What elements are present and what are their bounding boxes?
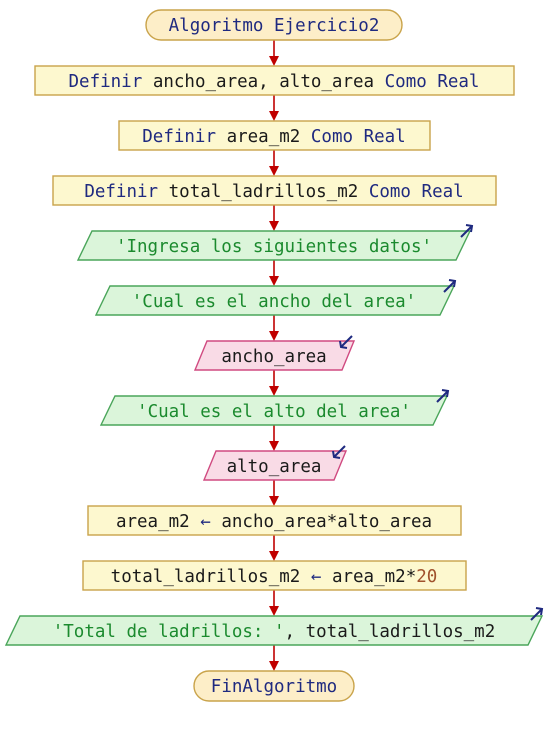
output-block-4[interactable]: 'Total de ladrillos: ', total_ladrillos_… — [4, 607, 544, 646]
assign-block-1[interactable]: area_m2 ← ancho_area*alto_area — [87, 505, 462, 536]
output-block-1[interactable]: 'Ingresa los siguientes datos' — [76, 224, 474, 261]
assign-2-text: total_ladrillos_m2 ← area_m2*20 — [111, 567, 438, 587]
input-arrow-icon — [339, 335, 353, 349]
assign-1-text: area_m2 ← ancho_area*alto_area — [116, 512, 432, 532]
define-block-2[interactable]: Definir area_m2 Como Real — [118, 120, 431, 151]
assign-block-2[interactable]: total_ladrillos_m2 ← area_m2*20 — [82, 560, 467, 591]
output-arrow-icon — [436, 389, 450, 403]
end-label: FinAlgoritmo — [211, 677, 337, 697]
end-terminal[interactable]: FinAlgoritmo — [193, 670, 355, 702]
define-3-text: Definir total_ladrillos_m2 Como Real — [84, 182, 463, 202]
input-block-1[interactable]: ancho_area — [193, 335, 356, 371]
output-block-2[interactable]: 'Cual es el ancho del area' — [94, 279, 457, 316]
start-terminal[interactable]: Algoritmo Ejercicio2 — [145, 9, 403, 41]
define-1-text: Definir ancho_area, alto_area Como Real — [69, 72, 480, 92]
input-block-2[interactable]: alto_area — [202, 445, 348, 481]
output-arrow-icon — [443, 279, 457, 293]
output-arrow-icon — [530, 607, 544, 621]
input-arrow-icon — [332, 445, 346, 459]
define-2-text: Definir area_m2 Como Real — [142, 127, 405, 147]
define-block-1[interactable]: Definir ancho_area, alto_area Como Real — [34, 65, 515, 96]
input-2-text: alto_area — [227, 457, 322, 477]
output-arrow-icon — [460, 224, 474, 238]
output-4-text: 'Total de ladrillos: ', total_ladrillos_… — [53, 622, 496, 642]
input-1-text: ancho_area — [221, 347, 326, 367]
output-1-text: 'Ingresa los siguientes datos' — [116, 237, 432, 257]
start-label: Algoritmo Ejercicio2 — [169, 16, 380, 36]
output-block-3[interactable]: 'Cual es el alto del area' — [99, 389, 450, 426]
define-block-3[interactable]: Definir total_ladrillos_m2 Como Real — [52, 175, 497, 206]
output-2-text: 'Cual es el ancho del area' — [132, 292, 416, 312]
output-3-text: 'Cual es el alto del area' — [137, 402, 411, 422]
